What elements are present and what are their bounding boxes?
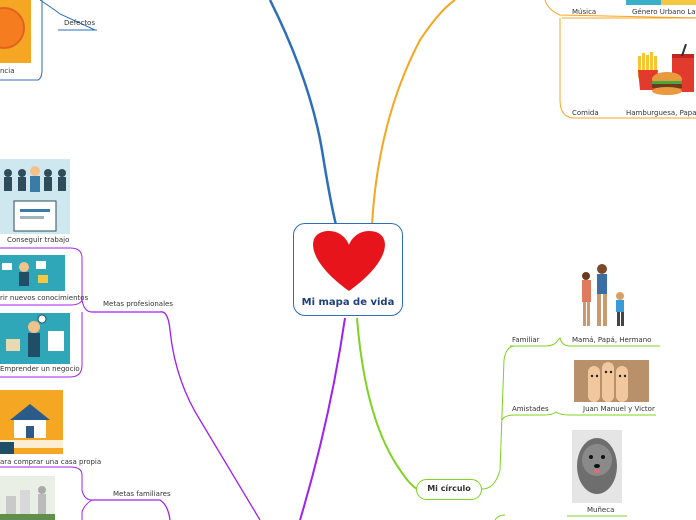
branch-left-top	[0, 0, 43, 81]
branch-fam-item1	[0, 466, 93, 501]
savings-icon	[0, 486, 55, 520]
branch-prof-items	[0, 247, 93, 313]
branch-orange-main	[371, 0, 456, 226]
branch-purple-meta-prof	[92, 311, 261, 520]
branch-green-main	[356, 317, 418, 490]
ahorro-image	[0, 476, 55, 520]
label-metas-profesionales: Metas profesionales	[103, 300, 173, 308]
conseguir-trabajo-image	[0, 159, 70, 234]
label-metas-familiares: Metas familiares	[113, 490, 171, 498]
label-muneca: Muñeca	[587, 506, 615, 514]
label-musica-value: Género Urbano Latino	[632, 8, 696, 16]
amigos-image	[574, 360, 649, 402]
burger-fries-icon	[638, 44, 694, 95]
branch-amistades-value	[544, 411, 656, 416]
label-conseguir-trabajo: Conseguir trabajo	[7, 236, 70, 244]
familia-image	[570, 260, 636, 330]
job-search-icon	[0, 159, 70, 234]
house-icon	[0, 404, 63, 454]
label-emprender: Emprender un negocio	[0, 365, 80, 373]
central-title: Mi mapa de vida	[301, 297, 395, 308]
label-truncated-top-left: ncia	[0, 67, 15, 75]
conocimientos-image	[0, 255, 65, 291]
branch-defectos	[39, 0, 96, 31]
dog-icon	[572, 430, 622, 503]
label-musica: Música	[572, 8, 597, 16]
branch-purple-meta-fam	[92, 499, 171, 520]
angry-emoji-icon	[0, 7, 25, 49]
label-familiar: Familiar	[512, 336, 540, 344]
mi-circulo-node[interactable]: Mi círculo	[416, 479, 482, 500]
heart-icon	[313, 231, 385, 291]
label-conocimientos: rir nuevos conocimientos	[0, 294, 89, 302]
muneca-image	[572, 430, 622, 503]
comida-image	[636, 44, 696, 100]
branch-purple-main	[299, 317, 346, 520]
label-amistades: Amistades	[512, 405, 549, 413]
branch-prof-item2	[0, 299, 83, 306]
label-amistades-value: Juan Manuel y Victor	[583, 405, 655, 413]
multitask-person-icon	[2, 261, 48, 286]
branch-orange-sub	[544, 0, 696, 19]
central-node[interactable]: Mi mapa de vida	[293, 223, 403, 316]
branch-prof-item3	[0, 312, 83, 378]
branch-green-sub	[481, 345, 545, 490]
label-comida: Comida	[572, 109, 599, 117]
musica-image	[626, 0, 696, 5]
business-icon	[6, 314, 64, 357]
label-casa: ara comprar una casa propia	[0, 458, 102, 466]
branch-blue-main	[268, 0, 338, 226]
branch-amistades	[501, 414, 545, 421]
finger-friends-icon	[574, 360, 649, 402]
branch-fam-item2	[81, 499, 93, 520]
label-defectos: Defectos	[64, 19, 95, 27]
label-familiar-value: Mamá, Papá, Hermano	[572, 336, 652, 344]
label-comida-value: Hamburguesa, Papas y S	[626, 109, 696, 117]
branch-muneca	[494, 514, 506, 520]
defectos-image	[0, 0, 31, 63]
casa-image	[0, 390, 63, 454]
family-icon	[582, 264, 624, 326]
branch-orange-comida	[559, 18, 696, 119]
branch-familiar-value	[544, 337, 660, 347]
emprender-image	[0, 313, 70, 364]
